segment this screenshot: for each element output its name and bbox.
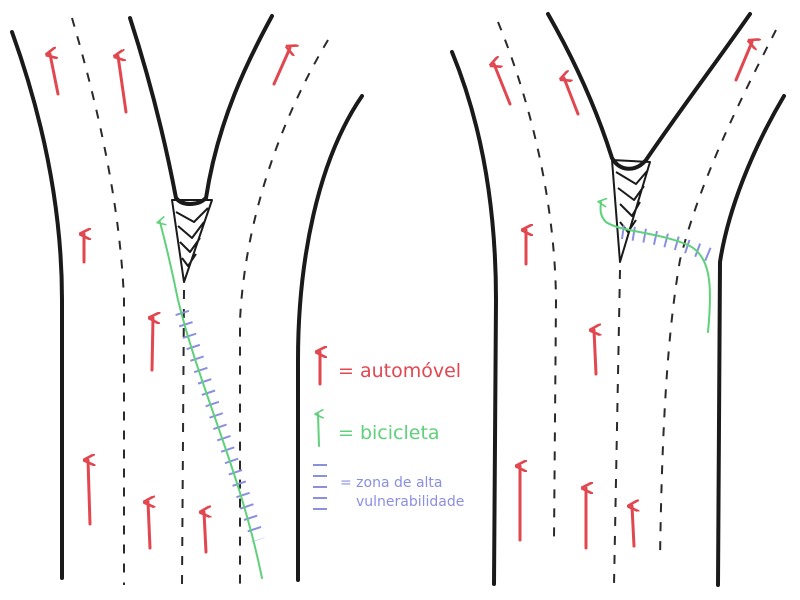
car-arrow <box>118 56 128 114</box>
car-arrow <box>632 506 634 548</box>
left-road-right-edge <box>296 94 364 582</box>
left-lane-dash-1 <box>71 17 125 585</box>
right-lane-dash-2 <box>613 269 621 586</box>
right-car-arrows <box>494 42 752 550</box>
right-road-right-edge <box>716 94 786 587</box>
legend-vulnerability-label-1: = zona de alta <box>340 475 442 491</box>
left-lane-dash-2 <box>181 289 185 586</box>
car-arrow <box>734 42 752 82</box>
car-arrow <box>50 54 60 96</box>
right-gore-hatch <box>611 159 651 263</box>
right-road-outer-edge <box>450 50 499 586</box>
right-lane-dash-3 <box>659 29 777 561</box>
left-gore-hatch <box>171 199 213 283</box>
left-bicycle-path <box>156 216 263 579</box>
right-gore-edge <box>546 12 752 171</box>
left-gore-edge <box>128 14 274 206</box>
car-arrow <box>494 64 512 106</box>
right-vulnerability-zone <box>621 225 715 263</box>
car-arrow <box>272 48 290 86</box>
left-vulnerability-zone <box>175 309 265 543</box>
left-road-outer-edge <box>10 30 64 580</box>
left-scene <box>10 14 364 586</box>
left-lane-dash-3 <box>239 39 329 585</box>
car-arrow <box>88 460 90 526</box>
legend-bicycle-label: = bicicleta <box>338 422 440 444</box>
legend: = automóvel = bicicleta = zona de alta v… <box>313 352 464 516</box>
legend-vulnerability-label-2: vulnerabilidade <box>356 494 464 510</box>
car-arrow <box>564 78 580 116</box>
car-arrow <box>594 330 596 376</box>
right-scene <box>450 12 786 587</box>
left-car-arrows <box>50 48 290 554</box>
legend-bicycle-icon <box>314 409 324 447</box>
car-arrow <box>204 512 206 554</box>
legend-car-label: = automóvel <box>338 360 461 382</box>
car-arrow <box>148 502 150 550</box>
right-bicycle-path <box>597 197 712 333</box>
car-arrow <box>152 318 153 372</box>
